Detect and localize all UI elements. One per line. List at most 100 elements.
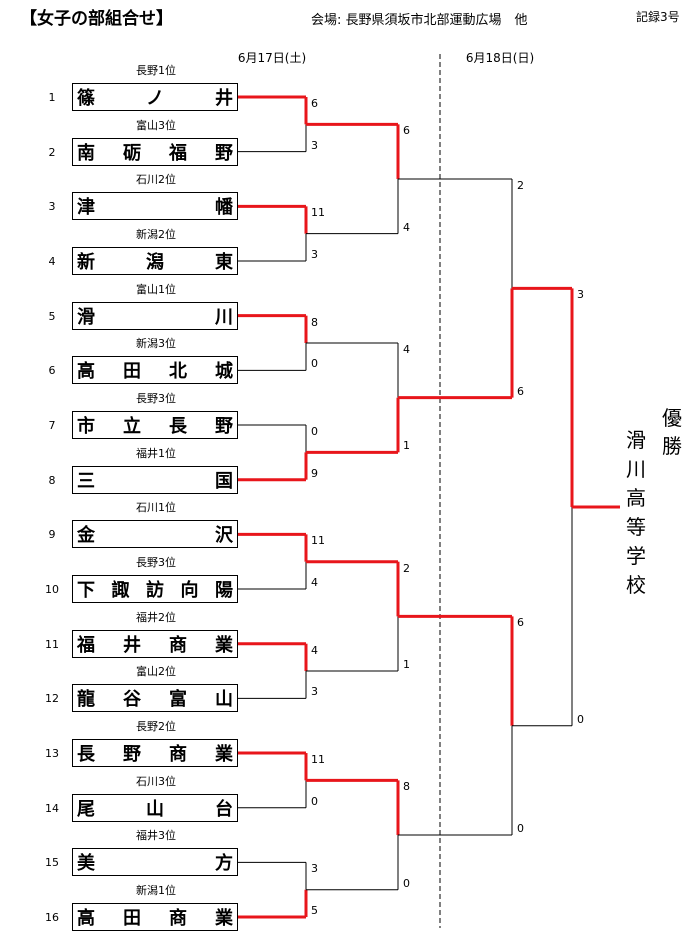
team-name-char: 訪 bbox=[146, 580, 164, 602]
semifinal-score: 6 bbox=[517, 616, 524, 630]
round2-score: 0 bbox=[403, 876, 410, 890]
team-name-char: 商 bbox=[169, 744, 187, 766]
seed-number: 1 bbox=[48, 91, 56, 104]
team-name-char: 富 bbox=[169, 689, 187, 711]
team-rank: 富山1位 bbox=[136, 282, 176, 296]
team-rank: 福井2位 bbox=[136, 610, 176, 624]
team-name-box: 篠ノ井 bbox=[72, 83, 238, 111]
seed-number: 14 bbox=[45, 801, 59, 815]
team-name-char: 福 bbox=[77, 634, 95, 656]
team-name-box: 金沢 bbox=[72, 520, 238, 549]
date-day2: 6月18日(日) bbox=[465, 51, 535, 65]
team-name-char: ノ bbox=[146, 88, 164, 109]
team-name-char: 下 bbox=[77, 580, 95, 602]
team-name-char: 商 bbox=[169, 908, 187, 930]
round1-score: 9 bbox=[311, 466, 318, 480]
team-name-char: 美 bbox=[77, 853, 95, 875]
team-name-char: 野 bbox=[215, 142, 233, 164]
team-name-char: 向 bbox=[180, 580, 199, 602]
round2-score: 1 bbox=[403, 658, 410, 672]
round1-score: 0 bbox=[311, 425, 318, 439]
date-day1: 6月17日(土) bbox=[237, 51, 307, 65]
round2-score: 2 bbox=[403, 561, 410, 575]
team-rank: 新潟2位 bbox=[136, 228, 176, 241]
seed-number: 4 bbox=[48, 255, 56, 268]
team-name-box: 下諏訪向陽 bbox=[72, 575, 238, 604]
team-name-char: 新 bbox=[77, 252, 95, 273]
team-name-char: 福 bbox=[169, 142, 187, 164]
seed-number: 6 bbox=[48, 364, 56, 378]
team-rank: 新潟3位 bbox=[136, 337, 176, 351]
team-name-box: 南砺福野 bbox=[72, 137, 238, 166]
team-name-char: 潟 bbox=[146, 252, 164, 273]
champion-label: 優勝 bbox=[662, 406, 682, 458]
team-name-char: 津 bbox=[77, 197, 95, 219]
team-rank: 長野2位 bbox=[136, 720, 176, 734]
round1-score: 6 bbox=[311, 97, 318, 110]
team-name-char: 井 bbox=[123, 634, 141, 656]
team-rank: 福井3位 bbox=[136, 829, 176, 843]
team-name-char: 滑 bbox=[77, 306, 95, 328]
team-rank: 富山2位 bbox=[136, 665, 176, 679]
team-rank: 富山3位 bbox=[136, 118, 176, 132]
round1-score: 3 bbox=[311, 248, 318, 261]
round1-score: 0 bbox=[311, 794, 318, 808]
seed-number: 12 bbox=[45, 692, 59, 706]
team-name-box: 三国 bbox=[72, 465, 238, 494]
seed-number: 2 bbox=[48, 145, 56, 159]
team-name-char: 東 bbox=[215, 252, 233, 273]
team-name-box: 高田商業 bbox=[72, 903, 238, 931]
team-name-box: 福井商業 bbox=[72, 629, 238, 658]
round1-score: 0 bbox=[311, 357, 318, 371]
round2-score: 1 bbox=[403, 439, 410, 453]
team-name-box: 市立長野 bbox=[72, 411, 238, 440]
round2-score: 8 bbox=[403, 780, 410, 794]
team-name-char: 業 bbox=[215, 634, 233, 656]
team-name-char: 金 bbox=[77, 525, 95, 547]
record-number: 記録3号 bbox=[636, 10, 680, 24]
team-rank: 石川1位 bbox=[136, 501, 176, 515]
round1-score: 3 bbox=[311, 685, 318, 699]
team-name-char: 田 bbox=[123, 908, 141, 930]
round2-score: 4 bbox=[403, 220, 410, 234]
seed-number: 10 bbox=[45, 583, 59, 597]
champion-name: 滑川高等学校 bbox=[626, 428, 646, 597]
team-name-char: 方 bbox=[215, 853, 233, 875]
team-name-char: 川 bbox=[215, 306, 233, 328]
team-name-char: 商 bbox=[169, 634, 187, 656]
team-name-box: 新潟東 bbox=[72, 247, 238, 275]
seed-number: 3 bbox=[48, 200, 56, 214]
seed-number: 16 bbox=[45, 911, 59, 925]
team-name-char: 立 bbox=[123, 416, 141, 438]
team-name-char: 台 bbox=[215, 798, 233, 820]
team-name-box: 滑川 bbox=[72, 301, 238, 330]
round2-score: 6 bbox=[403, 124, 410, 138]
team-name-char: 業 bbox=[215, 908, 233, 930]
team-name-char: 城 bbox=[215, 361, 233, 383]
round2-score: 4 bbox=[403, 343, 410, 356]
venue-text: 会場: 長野県須坂市北部運動広場 他 bbox=[311, 13, 528, 28]
seed-number: 5 bbox=[48, 309, 56, 323]
team-name-char: 長 bbox=[169, 416, 187, 438]
team-name-char: 山 bbox=[215, 689, 233, 711]
final-score: 0 bbox=[577, 712, 584, 726]
round1-score: 3 bbox=[311, 862, 318, 876]
team-name-char: 龍 bbox=[77, 689, 95, 711]
team-name-char: 南 bbox=[77, 142, 95, 164]
team-rank: 長野3位 bbox=[136, 392, 176, 406]
team-rank: 石川2位 bbox=[136, 173, 176, 187]
team-name-char: 高 bbox=[77, 361, 95, 383]
team-name-char: 国 bbox=[215, 470, 233, 492]
seed-number: 11 bbox=[45, 637, 59, 651]
team-name-box: 龍谷富山 bbox=[72, 684, 238, 713]
team-name-char: 高 bbox=[77, 908, 95, 930]
final-score: 3 bbox=[577, 288, 584, 302]
round1-score: 5 bbox=[311, 904, 318, 918]
team-name-box: 尾山台 bbox=[72, 793, 238, 822]
team-name-char: 長 bbox=[77, 744, 95, 766]
team-name-char: 陽 bbox=[215, 580, 233, 602]
team-name-char: 野 bbox=[215, 416, 233, 438]
team-name-char: 諏 bbox=[111, 580, 130, 602]
seed-number: 15 bbox=[45, 856, 59, 870]
